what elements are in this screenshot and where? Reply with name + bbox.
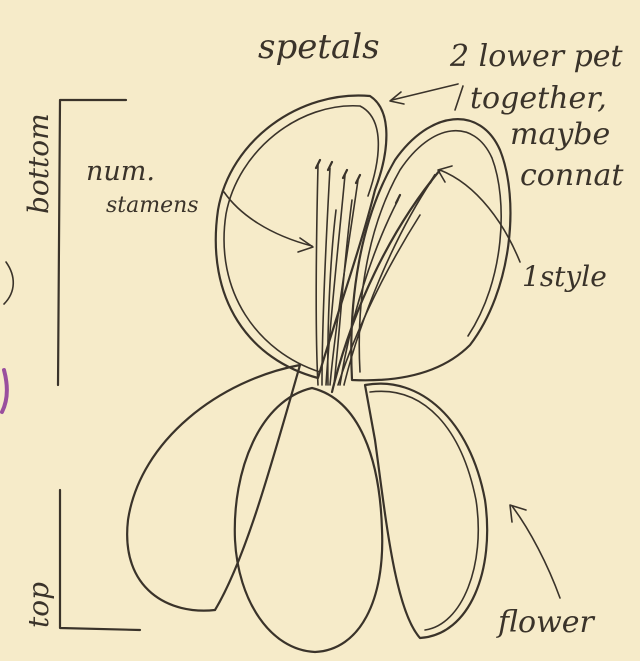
right-upper-petal-outline — [359, 131, 501, 372]
pointer-lines — [224, 84, 560, 598]
num-stamens-label-line2: stamens — [106, 193, 199, 218]
bottom-label: bottom — [22, 113, 55, 214]
right-lower-petal-outline — [370, 391, 478, 630]
right-lower-petal — [365, 384, 487, 638]
stamen-filament — [316, 165, 318, 385]
stamen-filament — [334, 200, 352, 385]
style-label: 1style — [522, 260, 607, 293]
spetals-label: spetals — [258, 27, 380, 67]
upper-petals — [127, 365, 487, 652]
lower-petals-label-line2: together, — [470, 81, 607, 116]
flower-label: flower — [496, 605, 596, 640]
stamen-filament — [344, 180, 432, 385]
top-label: top — [22, 582, 55, 628]
center-lower-petal — [235, 388, 382, 652]
lower-petals-label-line3: maybe — [510, 117, 610, 152]
left-upper-petal — [216, 96, 387, 378]
num-stamens-label-line1: num. — [86, 156, 155, 187]
stamen-filament — [328, 210, 336, 385]
purple-mark — [2, 370, 7, 412]
lower-petals-pointer — [392, 84, 458, 100]
flower-pointer — [512, 506, 560, 598]
left-lower-petal — [127, 365, 300, 611]
top-bracket — [60, 490, 140, 630]
lower-petals — [216, 96, 511, 381]
lower-petals-label-line4: connat — [520, 158, 624, 193]
lower-petals-pointer-down — [455, 86, 463, 110]
lower-petals-label-line1: 2 lower pet — [449, 39, 624, 74]
margin-mark — [4, 262, 13, 304]
stamens-pointer — [224, 192, 312, 246]
bottom-bracket — [58, 100, 126, 385]
